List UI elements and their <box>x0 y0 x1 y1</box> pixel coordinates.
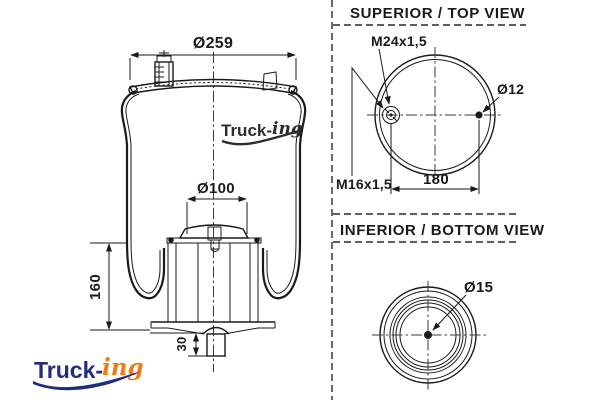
dim-stud-length: 30 <box>150 332 226 357</box>
bellows-outline <box>120 89 307 300</box>
brand-logo: Truck- ing <box>33 354 144 391</box>
watermark-logo-swoosh <box>221 129 300 146</box>
bottom-center-hole <box>424 331 432 339</box>
watermark-logo-ing: ing <box>272 119 303 139</box>
brand-logo-truck: Truck- <box>34 357 103 383</box>
bottom-view-title: INFERIOR / BOTTOM VIEW <box>340 222 545 239</box>
thread-large-label: M24x1,5 <box>371 33 427 49</box>
small-hole <box>475 111 483 119</box>
brand-logo-ing: ing <box>102 354 144 381</box>
brand-logo-swoosh <box>33 371 141 391</box>
threaded-hole <box>382 106 400 124</box>
watermark-logo: Truck- ing <box>221 119 303 146</box>
bottom-view-drawing: Ø15 <box>372 279 493 391</box>
dim-plate-diameter-label: Ø259 <box>193 35 233 52</box>
bottom-stud <box>206 333 226 357</box>
plate-fitting <box>262 71 278 91</box>
dim-stud-length-label: 30 <box>174 336 189 351</box>
dim-hole-spacing-label: 180 <box>423 171 449 188</box>
hole-diameter-label-top: Ø12 <box>497 81 524 97</box>
thread-small-label: M16x1,5 <box>336 176 392 192</box>
air-stud <box>154 50 174 87</box>
bottom-view-panel: INFERIOR / BOTTOM VIEW Ø15 <box>333 213 545 391</box>
top-view-title: SUPERIOR / TOP VIEW <box>350 5 525 22</box>
dim-plate-diameter: Ø259 <box>129 35 297 80</box>
top-view-panel: SUPERIOR / TOP VIEW M24x1,5 M16x1,5 Ø12 … <box>333 5 526 194</box>
dim-height: 160 <box>87 242 150 331</box>
top-plate <box>128 78 298 95</box>
dim-hole-spacing: 180 <box>390 120 480 194</box>
watermark-logo-truck: Truck- <box>221 121 272 140</box>
hole-diameter-label-bottom: Ø15 <box>464 279 493 296</box>
dim-piston-diameter-label: Ø100 <box>197 180 235 197</box>
dim-height-label: 160 <box>87 274 104 300</box>
side-section-view: Ø259 <box>87 35 307 372</box>
